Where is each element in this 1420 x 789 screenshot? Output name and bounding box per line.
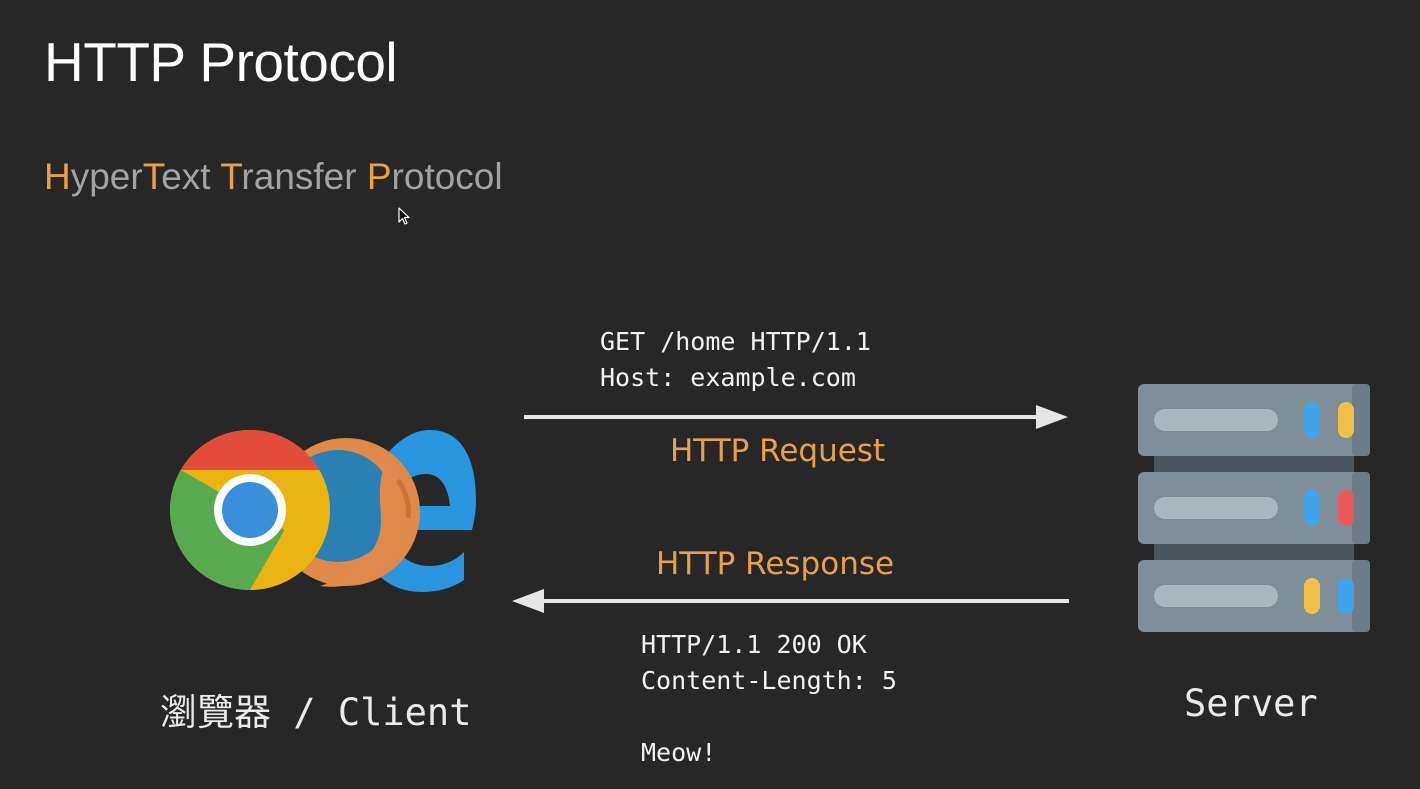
acronym-rest-ext: ext [161, 156, 221, 197]
chrome-icon [169, 430, 331, 590]
acronym-rest-yper: yper [70, 156, 143, 197]
acronym-rest-ransfer: ransfer [241, 156, 367, 197]
http-response-message: HTTP/1.1 200 OK Content-Length: 5 Meow! [641, 627, 897, 771]
response-arrow [512, 589, 1069, 613]
acronym-letter-h: H [44, 156, 71, 197]
acronym-letter-t2: T [220, 156, 242, 197]
server-unit-3 [1138, 560, 1370, 632]
acronym-subtitle: HyperText Transfer Protocol [44, 156, 503, 198]
server-label: Server [1184, 682, 1318, 725]
server-unit-1 [1138, 384, 1370, 456]
slide-title: HTTP Protocol [44, 31, 398, 93]
request-arrow [524, 405, 1068, 429]
request-line: GET /home HTTP/1.1 [600, 327, 871, 356]
response-body: Meow! [641, 738, 717, 767]
http-response-label: HTTP Response [656, 546, 895, 582]
request-host-header: Host: example.com [600, 363, 856, 392]
server-unit-2 [1138, 472, 1370, 544]
mouse-cursor-icon [398, 207, 410, 225]
acronym-letter-p: P [366, 156, 392, 197]
response-blank-line [641, 699, 897, 735]
acronym-rest-rotocol: rotocol [391, 156, 503, 197]
http-request-label: HTTP Request [670, 433, 886, 469]
server-rack-icon [1138, 384, 1370, 632]
client-label: 瀏覽器 / Client [160, 691, 472, 734]
acronym-letter-t1: T [142, 156, 162, 197]
browser-icons [169, 430, 476, 592]
response-status-line: HTTP/1.1 200 OK [641, 630, 867, 659]
response-content-length: Content-Length: 5 [641, 666, 897, 695]
